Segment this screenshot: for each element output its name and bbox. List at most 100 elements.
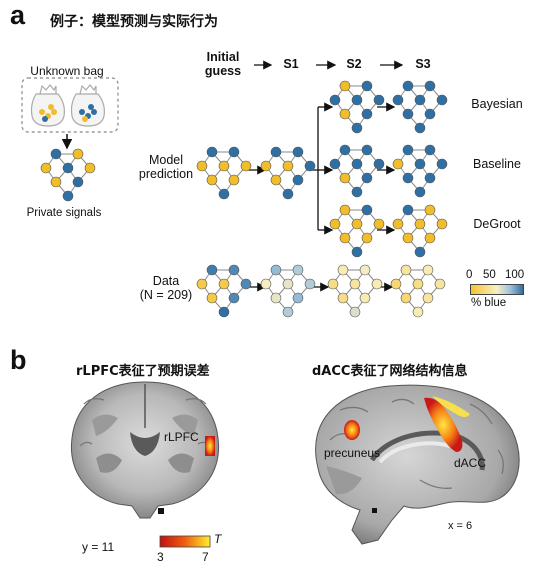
network-node bbox=[339, 172, 351, 184]
network-node bbox=[412, 278, 424, 290]
model-prediction-line2: prediction bbox=[138, 167, 194, 181]
network-node bbox=[228, 146, 240, 158]
network-node bbox=[402, 108, 414, 120]
network-node bbox=[339, 80, 351, 92]
network-node bbox=[361, 204, 373, 216]
network-node bbox=[414, 122, 426, 134]
network-node bbox=[402, 172, 414, 184]
model-degroot-label: DeGroot bbox=[473, 217, 521, 231]
network-node bbox=[218, 188, 230, 200]
network-node bbox=[240, 160, 252, 172]
network-node bbox=[414, 94, 426, 106]
network-node bbox=[361, 172, 373, 184]
network-node bbox=[84, 162, 96, 174]
network-node bbox=[228, 174, 240, 186]
percent-blue-colorbar bbox=[470, 284, 524, 295]
network-node bbox=[304, 160, 316, 172]
network-node bbox=[422, 292, 434, 304]
network-graphs bbox=[40, 80, 448, 318]
t-colorbar-label: T bbox=[214, 532, 222, 546]
network-node bbox=[392, 218, 404, 230]
network-node bbox=[337, 292, 349, 304]
network-node bbox=[196, 278, 208, 290]
network-node bbox=[62, 190, 74, 202]
network-node bbox=[390, 278, 402, 290]
model-baseline-label: Baseline bbox=[473, 157, 521, 171]
network-node bbox=[392, 94, 404, 106]
network-node bbox=[72, 176, 84, 188]
network-node bbox=[50, 148, 62, 160]
network-baseline-s3 bbox=[392, 144, 448, 198]
network-bayesian-s2 bbox=[329, 80, 385, 134]
network-node bbox=[329, 94, 341, 106]
data-label-line2: (N = 209) bbox=[139, 288, 193, 302]
network-node bbox=[400, 292, 412, 304]
private-signals-label: Private signals bbox=[26, 207, 102, 219]
sagittal-brain-image bbox=[315, 384, 520, 545]
bag-blue-icon bbox=[70, 84, 105, 127]
network-node bbox=[282, 306, 294, 318]
network-node bbox=[329, 218, 341, 230]
network-node bbox=[424, 172, 436, 184]
network-node bbox=[424, 204, 436, 216]
network-node bbox=[402, 144, 414, 156]
network-node bbox=[339, 232, 351, 244]
network-baseline-s2 bbox=[329, 144, 385, 198]
network-node bbox=[206, 292, 218, 304]
network-node bbox=[351, 218, 363, 230]
model-bayesian-label: Bayesian bbox=[471, 97, 523, 111]
network-node bbox=[62, 162, 74, 174]
network-node bbox=[392, 158, 404, 170]
network-node bbox=[373, 158, 385, 170]
network-node bbox=[402, 232, 414, 244]
unknown-bag-box bbox=[21, 77, 119, 133]
panel-b-left-title: rLPFC表征了预期误差 bbox=[76, 364, 210, 379]
header-s3: S3 bbox=[415, 57, 431, 71]
network-node bbox=[270, 174, 282, 186]
network-node bbox=[414, 246, 426, 258]
network-node bbox=[292, 174, 304, 186]
network-node bbox=[260, 160, 272, 172]
network-node bbox=[351, 186, 363, 198]
network-node bbox=[50, 176, 62, 188]
x-coordinate-label: x = 6 bbox=[448, 520, 473, 532]
network-node bbox=[349, 278, 361, 290]
network-node bbox=[282, 188, 294, 200]
model-prediction-label: Model prediction bbox=[126, 153, 206, 181]
network-node bbox=[270, 146, 282, 158]
network-degroot-s3 bbox=[392, 204, 448, 258]
network-node bbox=[270, 292, 282, 304]
precuneus-label: precuneus bbox=[324, 446, 381, 460]
network-degroot-s2 bbox=[329, 204, 385, 258]
header-initial-line1: Initial bbox=[206, 50, 240, 64]
network-node bbox=[206, 264, 218, 276]
unknown-bag-label: Unknown bag bbox=[30, 64, 104, 78]
network-node bbox=[424, 232, 436, 244]
network-node bbox=[424, 80, 436, 92]
network-node bbox=[218, 160, 230, 172]
panel-a-letter: a bbox=[10, 0, 26, 30]
panel-a-title: 例子：模型预测与实际行为 bbox=[50, 14, 218, 30]
network-node bbox=[351, 94, 363, 106]
network-data-s1 bbox=[260, 264, 316, 318]
network-node bbox=[424, 144, 436, 156]
network-node bbox=[206, 146, 218, 158]
network-initial-guess bbox=[196, 146, 252, 200]
network-node bbox=[434, 278, 446, 290]
network-node bbox=[206, 174, 218, 186]
network-node bbox=[72, 148, 84, 160]
network-node bbox=[292, 264, 304, 276]
network-node bbox=[260, 278, 272, 290]
network-data-s3 bbox=[390, 264, 446, 318]
data-label: Data (N = 209) bbox=[130, 274, 202, 302]
network-node bbox=[402, 80, 414, 92]
network-node bbox=[436, 218, 448, 230]
network-node bbox=[412, 306, 424, 318]
header-s1: S1 bbox=[283, 57, 299, 71]
dacc-activation bbox=[424, 397, 463, 452]
network-node bbox=[361, 232, 373, 244]
network-node bbox=[361, 80, 373, 92]
t-colorbar-max: 7 bbox=[202, 550, 209, 564]
network-node bbox=[359, 264, 371, 276]
